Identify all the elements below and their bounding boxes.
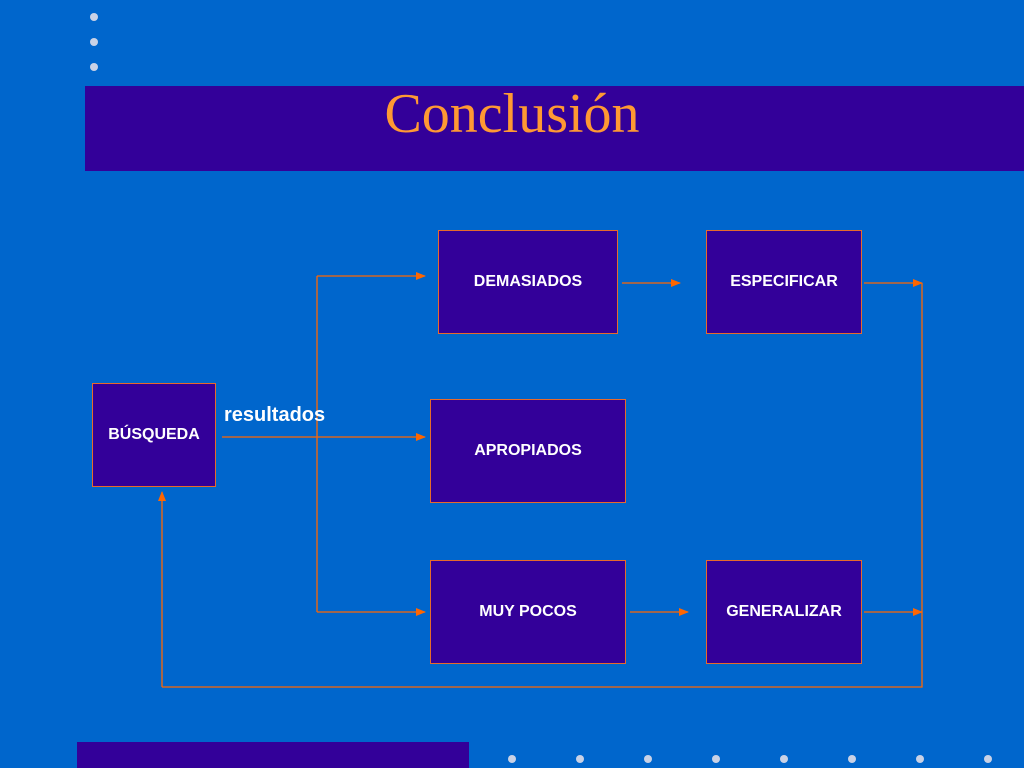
edge-label-resultados: resultados bbox=[224, 404, 326, 426]
node-apropiados: APROPIADOS bbox=[430, 399, 626, 503]
node-generalizar: GENERALIZAR bbox=[706, 560, 862, 664]
decorative-dot bbox=[916, 755, 924, 763]
decorative-dot bbox=[90, 38, 98, 46]
node-muy-pocos: MUY POCOS bbox=[430, 560, 626, 664]
node-label: GENERALIZAR bbox=[726, 603, 842, 620]
decorative-dot bbox=[90, 63, 98, 71]
node-label: APROPIADOS bbox=[474, 442, 582, 459]
node-busqueda: BÚSQUEDA bbox=[92, 383, 216, 487]
node-label: BÚSQUEDA bbox=[108, 426, 200, 443]
decorative-dot bbox=[576, 755, 584, 763]
edge-return-loop bbox=[162, 283, 923, 688]
decorative-dot bbox=[984, 755, 992, 763]
footer-band bbox=[77, 742, 469, 768]
node-demasiados: DEMASIADOS bbox=[438, 230, 618, 334]
decorative-dot bbox=[712, 755, 720, 763]
node-label: MUY POCOS bbox=[479, 603, 577, 620]
decorative-dot bbox=[848, 755, 856, 763]
decorative-dot bbox=[780, 755, 788, 763]
node-especificar: ESPECIFICAR bbox=[706, 230, 862, 334]
decorative-dot bbox=[90, 13, 98, 21]
decorative-dot bbox=[508, 755, 516, 763]
node-label: DEMASIADOS bbox=[473, 273, 583, 290]
title-band: Conclusión bbox=[85, 86, 1024, 171]
slide-title: Conclusión bbox=[384, 83, 640, 145]
node-label: ESPECIFICAR bbox=[730, 273, 838, 290]
decorative-dot bbox=[644, 755, 652, 763]
